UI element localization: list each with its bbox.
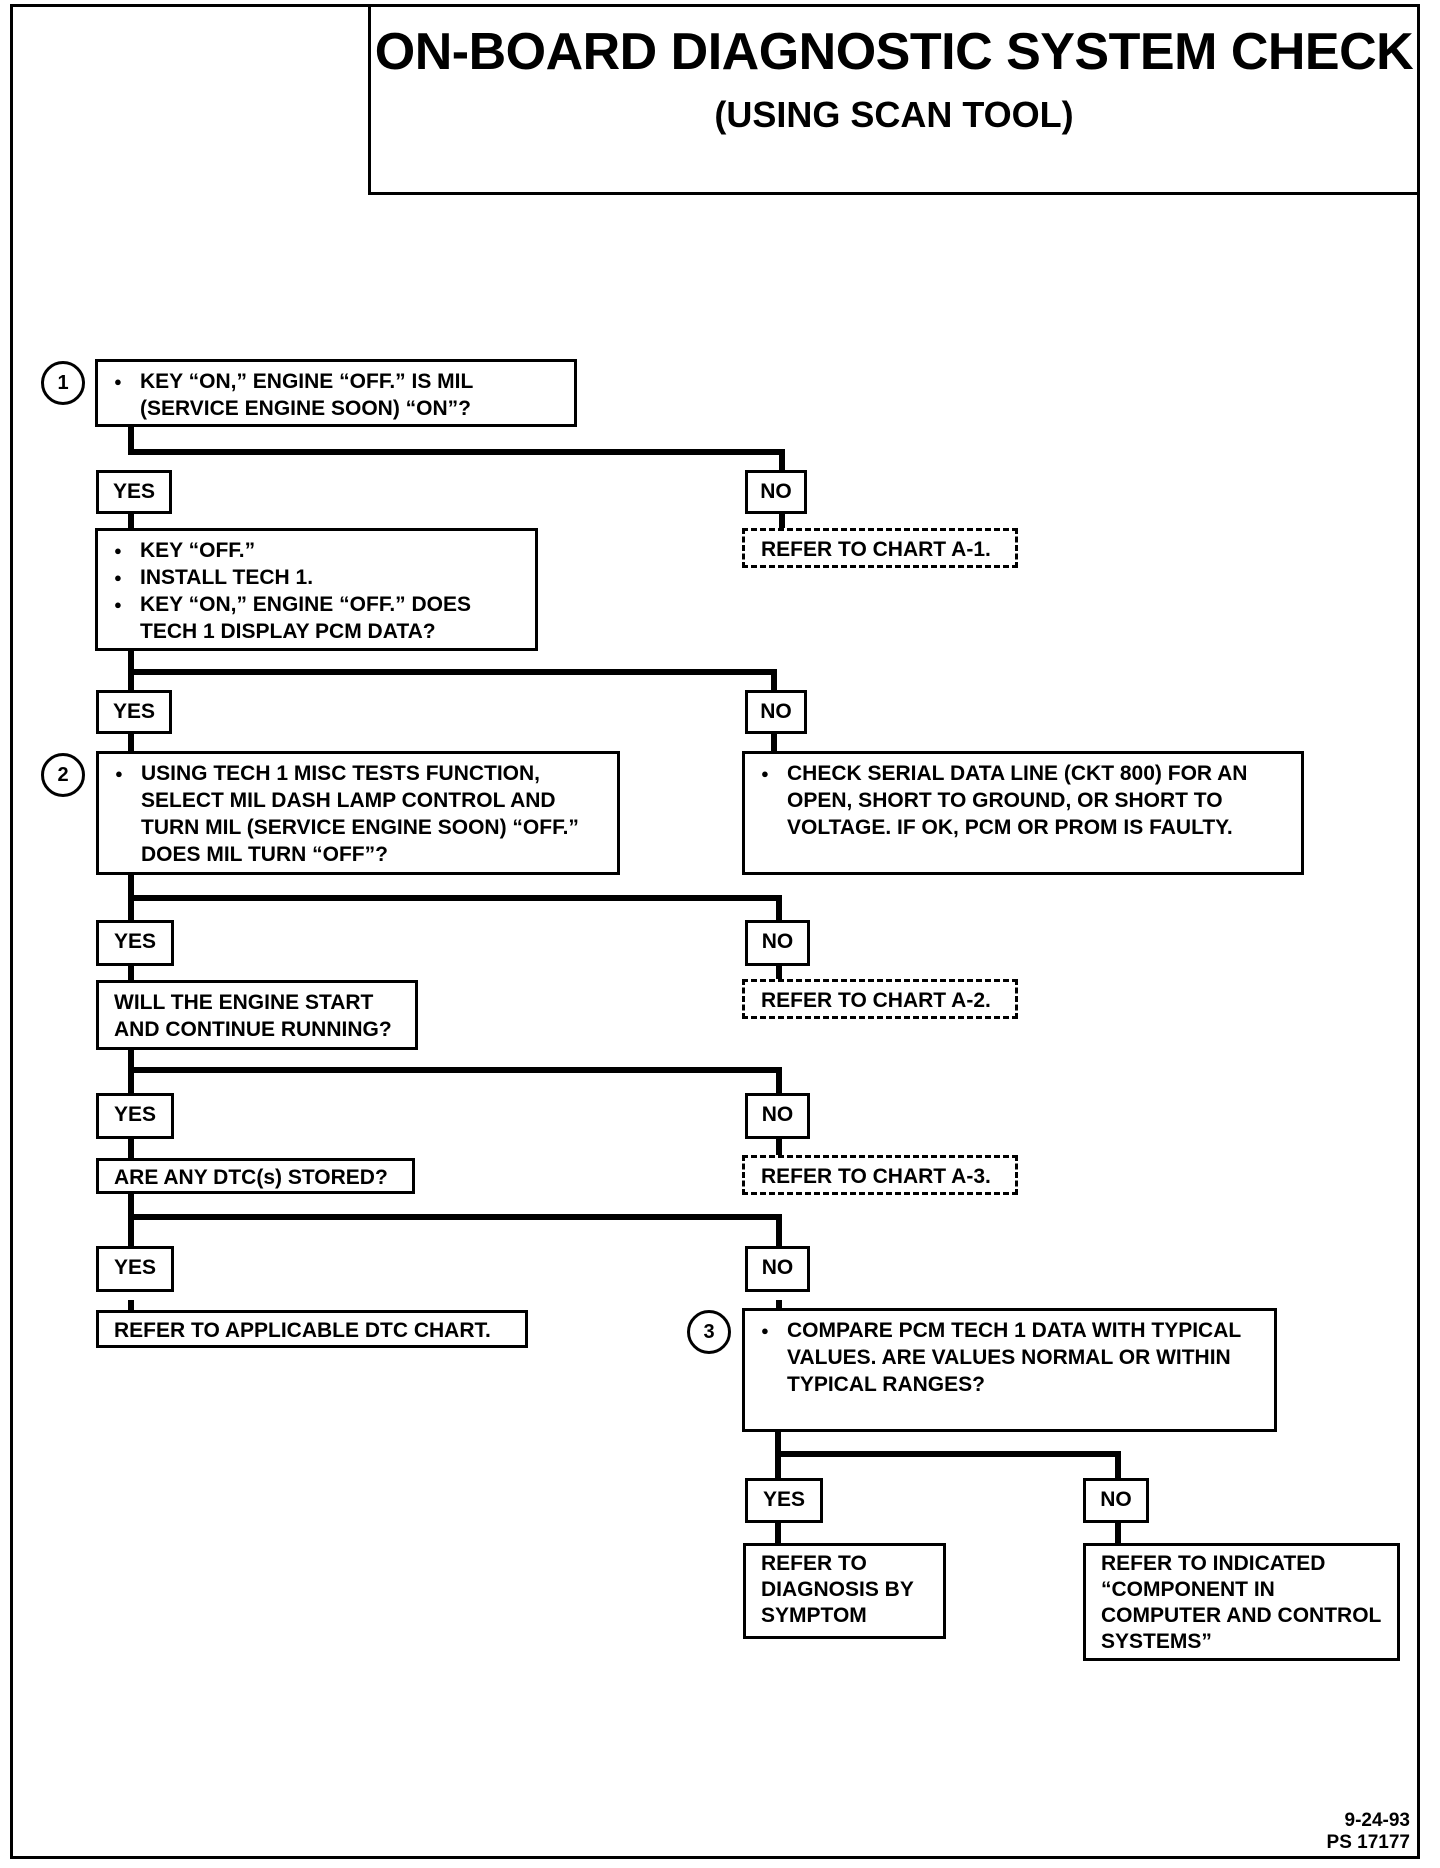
yes-label: YES [96,1093,174,1139]
title-box: ON-BOARD DIAGNOSTIC SYSTEM CHECK (USING … [368,4,1420,195]
engine-start-text: WILL THE ENGINE START AND CONTINUE RUNNI… [114,991,392,1041]
connector [776,895,782,923]
connector [128,1048,134,1098]
connector [128,669,777,675]
connector [779,510,785,542]
connector [1115,1521,1121,1545]
step-1-text: KEY “ON,” ENGINE “OFF.” IS MIL (SERVICE … [106,368,566,422]
footer-stamp: 9-24-93 PS 17177 [1327,1810,1410,1854]
yes-label: YES [745,1478,823,1523]
step-number-2: 2 [41,753,85,797]
serial-data-text: CHECK SERIAL DATA LINE (CKT 800) FOR AN … [753,760,1287,841]
connector [128,1067,782,1073]
step-3-text: COMPARE PCM TECH 1 DATA WITH TYPICAL VAL… [753,1317,1260,1398]
engine-start-box: WILL THE ENGINE START AND CONTINUE RUNNI… [96,980,418,1050]
footer-code: PS 17177 [1326,1832,1410,1853]
no-label: NO [1083,1478,1149,1523]
serial-data-box: CHECK SERIAL DATA LINE (CKT 800) FOR AN … [742,751,1304,875]
dtc-stored-text: ARE ANY DTC(s) STORED? [114,1166,388,1189]
no-label: NO [745,690,807,734]
step-3-box: COMPARE PCM TECH 1 DATA WITH TYPICAL VAL… [742,1308,1277,1432]
no-label: NO [745,1246,810,1292]
refer-chart-a3-text: REFER TO CHART A-3. [761,1165,991,1188]
tech1-step-display: KEY “ON,” ENGINE “OFF.” DOES TECH 1 DISP… [106,591,527,645]
connector [128,449,785,455]
tech1-step-install: INSTALL TECH 1. [106,564,527,591]
dtc-stored-box: ARE ANY DTC(s) STORED? [96,1158,415,1194]
connector [775,1451,1121,1457]
connector [776,963,782,983]
refer-chart-a3-box: REFER TO CHART A-3. [742,1155,1018,1195]
connector [1115,1451,1121,1482]
connector [771,669,777,695]
step-1-box: KEY “ON,” ENGINE “OFF.” IS MIL (SERVICE … [95,359,577,427]
connector [776,1067,782,1098]
dtc-chart-text: REFER TO APPLICABLE DTC CHART. [114,1319,491,1342]
connector [128,895,782,901]
page-subtitle: (USING SCAN TOOL) [714,94,1074,135]
connector [128,1137,134,1161]
tech1-setup-box: KEY “OFF.” INSTALL TECH 1. KEY “ON,” ENG… [95,528,538,651]
no-label: NO [745,1093,810,1139]
refer-chart-a1-box: REFER TO CHART A-1. [742,528,1018,568]
no-label: NO [745,470,807,514]
footer-date: 9-24-93 [1344,1810,1411,1831]
tech1-step-key-off: KEY “OFF.” [106,537,527,564]
connector [128,1191,134,1262]
yes-label: YES [96,690,172,734]
step-2-box: USING TECH 1 MISC TESTS FUNCTION, SELECT… [96,751,620,875]
step-number-1: 1 [41,361,85,405]
refer-chart-a1-text: REFER TO CHART A-1. [761,538,991,561]
connector [128,427,134,453]
symptom-text: REFER TO DIAGNOSIS BY SYMPTOM [761,1552,914,1627]
component-box: REFER TO INDICATED “COMPONENT IN COMPUTE… [1083,1543,1400,1661]
connector [128,1214,782,1220]
connector [776,1137,782,1161]
page-title: ON-BOARD DIAGNOSTIC SYSTEM CHECK [374,23,1414,81]
connector [771,720,777,752]
page-frame [10,4,1420,1859]
connector [128,720,134,752]
dtc-chart-box: REFER TO APPLICABLE DTC CHART. [96,1310,528,1348]
step-number-3: 3 [687,1310,731,1354]
yes-label: YES [96,1246,174,1292]
symptom-box: REFER TO DIAGNOSIS BY SYMPTOM [743,1543,946,1639]
connector [128,963,134,983]
refer-chart-a2-text: REFER TO CHART A-2. [761,989,991,1012]
component-text: REFER TO INDICATED “COMPONENT IN COMPUTE… [1101,1552,1381,1653]
yes-label: YES [96,470,172,514]
connector [775,1521,781,1545]
connector [776,1214,782,1264]
connector [779,449,785,473]
refer-chart-a2-box: REFER TO CHART A-2. [742,979,1018,1019]
step-2-text: USING TECH 1 MISC TESTS FUNCTION, SELECT… [107,760,609,868]
no-label: NO [745,920,810,966]
yes-label: YES [96,920,174,966]
